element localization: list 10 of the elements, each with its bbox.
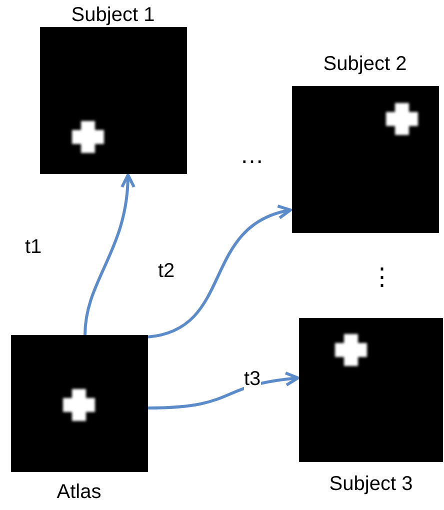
image-caption: Atlas: [56, 480, 102, 504]
arrow: [84, 174, 135, 336]
edge-label: t3: [244, 368, 261, 390]
ellipsis-text: ⋮: [370, 264, 394, 292]
ellipsis-text: …: [240, 142, 264, 170]
image-caption: Subject 1: [71, 3, 155, 27]
image-caption: Subject 2: [323, 52, 407, 76]
arrow: [147, 206, 292, 338]
arrow: [147, 372, 300, 410]
image-caption: Subject 3: [329, 472, 413, 496]
